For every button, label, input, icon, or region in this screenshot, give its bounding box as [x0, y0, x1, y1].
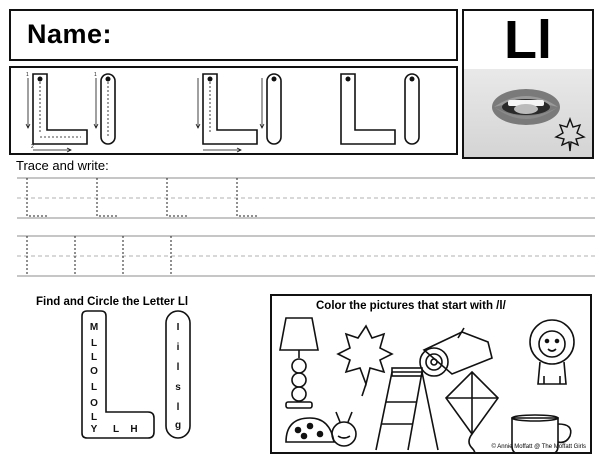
big-letter: Ll	[504, 10, 552, 70]
mug-icon	[511, 414, 572, 452]
stroke-number: 2	[31, 144, 34, 150]
name-label: Name:	[27, 19, 113, 49]
find-letter-graphic: M L L O L O L Y L H I i l s l g	[81, 310, 191, 439]
letter-cell: H	[130, 424, 137, 435]
letter-cell: L	[91, 382, 97, 393]
credit-text: © Annie Moffatt @ The Moffatt Girls	[491, 444, 586, 450]
letter-cell: O	[90, 366, 98, 377]
letter-cell: l	[177, 402, 180, 413]
lamp-icon	[279, 317, 319, 409]
find-circle-title: Find and Circle the Letter Ll	[36, 296, 189, 308]
color-pictures	[279, 317, 575, 452]
letter-cell: M	[90, 322, 98, 333]
writing-lines-row-1	[17, 177, 595, 219]
name-box: Name:	[9, 9, 458, 61]
letter-cell: Y	[91, 424, 98, 435]
letter-box: Ll	[462, 9, 594, 159]
tracing-letters-box: 1 2 1	[9, 66, 458, 155]
tracing-letters: 1 2 1	[25, 72, 420, 153]
letter-cell: L	[91, 352, 97, 363]
letter-cell: I	[177, 322, 180, 333]
letter-cell: L	[91, 338, 97, 349]
lion-icon	[529, 319, 575, 385]
kite-icon	[444, 370, 500, 452]
color-pictures-box: Color the pictures that start with /l/	[270, 294, 592, 454]
trace-write-title: Trace and write:	[16, 158, 109, 173]
maple-leaf-icon	[554, 117, 586, 152]
letter-cell: L	[113, 424, 119, 435]
letter-cell: L	[91, 412, 97, 423]
color-pictures-title: Color the pictures that start with /l/	[316, 300, 506, 312]
stroke-number: 1	[26, 72, 29, 78]
letter-cell: O	[90, 398, 98, 409]
letter-cell: i	[177, 342, 180, 353]
mouth-photo-icon	[464, 69, 592, 157]
ladybug-icon	[285, 411, 357, 447]
letter-cell: l	[177, 362, 180, 373]
log-icon	[419, 327, 493, 377]
leaf-icon	[336, 324, 394, 397]
writing-lines-row-2	[17, 235, 595, 277]
letter-cell: s	[175, 382, 181, 393]
ladder-icon	[375, 367, 439, 451]
stroke-number: 1	[94, 72, 97, 78]
letter-cell: g	[175, 420, 181, 431]
